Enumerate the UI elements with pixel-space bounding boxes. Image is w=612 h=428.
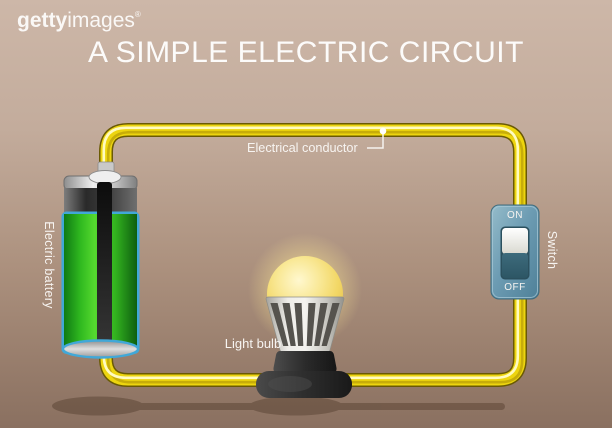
battery-bottom-cap bbox=[61, 339, 140, 359]
label-electrical-conductor: Electrical conductor bbox=[247, 141, 358, 155]
ground-shadow bbox=[52, 396, 505, 416]
switch bbox=[490, 204, 540, 300]
light-bulb bbox=[229, 214, 381, 398]
label-electric-battery: Electric battery bbox=[42, 221, 56, 309]
label-light-bulb: Light bulb bbox=[224, 336, 282, 351]
switch-rocker-bottom bbox=[502, 253, 528, 278]
getty-watermark: gettyimages® bbox=[17, 9, 141, 33]
battery-top-cap bbox=[88, 170, 122, 184]
switch-rocker-top bbox=[502, 228, 528, 254]
label-switch-on: ON bbox=[507, 210, 523, 221]
watermark-bold: getty bbox=[17, 9, 68, 32]
switch-body-highlight bbox=[492, 206, 538, 298]
bulb-heatsink-slots bbox=[270, 303, 340, 346]
registered-mark: ® bbox=[134, 10, 141, 19]
watermark-regular: images bbox=[67, 9, 135, 32]
label-switch-off: OFF bbox=[504, 282, 526, 293]
conductor-leader-dot bbox=[379, 127, 387, 135]
conductor-leader bbox=[367, 127, 387, 149]
page-title: A SIMPLE ELECTRIC CIRCUIT bbox=[88, 36, 524, 69]
battery-electrode-rod bbox=[97, 182, 112, 346]
bulb-pedestal-sheen bbox=[268, 376, 312, 392]
bulb-pedestal bbox=[256, 371, 352, 398]
battery bbox=[61, 161, 140, 359]
bulb-socket bbox=[273, 351, 337, 373]
label-switch: Switch bbox=[545, 230, 559, 270]
